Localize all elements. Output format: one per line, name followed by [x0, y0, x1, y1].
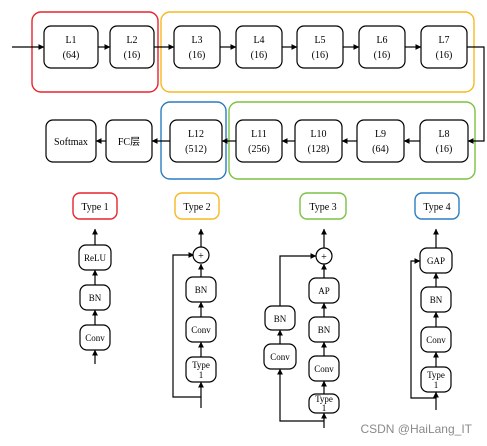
- layer-l11: L11 (256): [235, 119, 283, 163]
- fc-layer: FC层: [105, 119, 153, 163]
- type3-block: Type 1 Conv BN AP Conv BN +: [263, 228, 340, 428]
- type1-label-box: Type 1: [72, 192, 118, 220]
- type2-type-in-num: 1: [199, 370, 204, 380]
- type2-label-box: Type 2: [174, 192, 220, 220]
- layer-l1-name: L1: [65, 35, 76, 46]
- layer-l5: L5 (16): [296, 25, 344, 69]
- layer-l10-name: L10: [310, 129, 326, 140]
- type3-ap-label: AP: [318, 286, 330, 296]
- layer-l8-size: (16): [436, 144, 453, 155]
- type4-type-in-num: 1: [434, 380, 439, 390]
- type1-group-outline: [31, 11, 159, 93]
- layer-l11-size: (256): [248, 144, 270, 155]
- layer-l7: L7 (16): [420, 25, 468, 69]
- layer-l9-size: (64): [372, 144, 389, 155]
- layer-l5-size: (16): [312, 50, 329, 61]
- softmax-layer: Softmax: [45, 119, 97, 163]
- type1-block: Conv BN ReLU: [78, 228, 112, 364]
- type3-skip-edge-in: [277, 368, 324, 422]
- edge-l7-l8: [467, 46, 485, 144]
- layer-l6-name: L6: [376, 35, 387, 46]
- type3-skip-bn-label: BN: [274, 314, 287, 324]
- layer-l5-name: L5: [314, 35, 325, 46]
- type3-type-in-label: Type: [315, 394, 333, 404]
- type4-bn-label: BN: [430, 295, 443, 305]
- layer-l9-name: L9: [375, 129, 386, 140]
- type3-skip-conv-label: Conv: [270, 352, 290, 362]
- layer-l3: L3 (16): [173, 25, 221, 69]
- layer-l10-size: (128): [308, 144, 330, 155]
- layer-l8-name: L8: [438, 129, 449, 140]
- layer-l3-name: L3: [191, 35, 202, 46]
- type3-bn-label: BN: [318, 325, 331, 335]
- type2-type-in-label: Type: [192, 360, 210, 370]
- layer-l4-size: (16): [251, 50, 268, 61]
- layer-l2-size: (16): [124, 50, 141, 61]
- layer-l12-size: (512): [185, 144, 207, 155]
- type3-add-label: +: [321, 252, 327, 263]
- layer-l7-size: (16): [436, 50, 453, 61]
- fc-layer-label: FC层: [118, 136, 140, 148]
- type4-label-box: Type 4: [414, 192, 460, 220]
- type1-label: Type 1: [81, 202, 108, 213]
- layer-l9: L9 (64): [356, 119, 405, 163]
- layer-l4: L4 (16): [235, 25, 283, 69]
- type3-label: Type 3: [309, 202, 336, 213]
- type3-skip-edge-out: [279, 253, 317, 306]
- type4-label: Type 4: [423, 202, 450, 213]
- type4-conv-label: Conv: [426, 335, 446, 345]
- layer-l11-name: L11: [251, 129, 267, 140]
- type2-bn-label: BN: [195, 285, 208, 295]
- layer-l3-size: (16): [189, 50, 206, 61]
- type2-group-outline: [160, 11, 475, 93]
- layer-l12-name: L12: [188, 129, 204, 140]
- type3-conv-label: Conv: [314, 364, 334, 374]
- layer-l10: L10 (128): [294, 119, 343, 163]
- type2-skip-edge: [172, 252, 201, 398]
- type4-type-in-label: Type: [427, 370, 445, 380]
- layer-l6: L6 (16): [358, 25, 406, 69]
- watermark: CSDN @HaiLang_IT: [360, 422, 472, 436]
- type4-block: Type 1 Conv BN GAP: [410, 228, 453, 410]
- type2-add-label: +: [198, 251, 204, 262]
- type2-label: Type 2: [183, 202, 210, 213]
- type1-relu-label: ReLU: [84, 253, 106, 263]
- type3-type-in-num: 1: [322, 403, 327, 413]
- layer-l2: L2 (16): [109, 25, 155, 69]
- type1-conv-label: Conv: [85, 333, 105, 343]
- type2-block: Type 1 Conv BN +: [172, 228, 217, 408]
- layer-l7-name: L7: [438, 35, 449, 46]
- layer-l12: L12 (512): [169, 119, 223, 163]
- layer-l6-size: (16): [374, 50, 391, 61]
- layer-l8: L8 (16): [419, 119, 469, 163]
- softmax-layer-label: Softmax: [54, 137, 88, 148]
- type4-gap-label: GAP: [427, 256, 445, 266]
- layer-l1-size: (64): [63, 50, 80, 61]
- layer-l2-name: L2: [126, 35, 137, 46]
- type1-bn-label: BN: [89, 293, 102, 303]
- layer-l1: L1 (64): [43, 25, 99, 69]
- type2-conv-label: Conv: [191, 325, 211, 335]
- type3-label-box: Type 3: [299, 192, 347, 220]
- type4-skip-edge: [410, 258, 436, 399]
- layer-l4-name: L4: [253, 35, 264, 46]
